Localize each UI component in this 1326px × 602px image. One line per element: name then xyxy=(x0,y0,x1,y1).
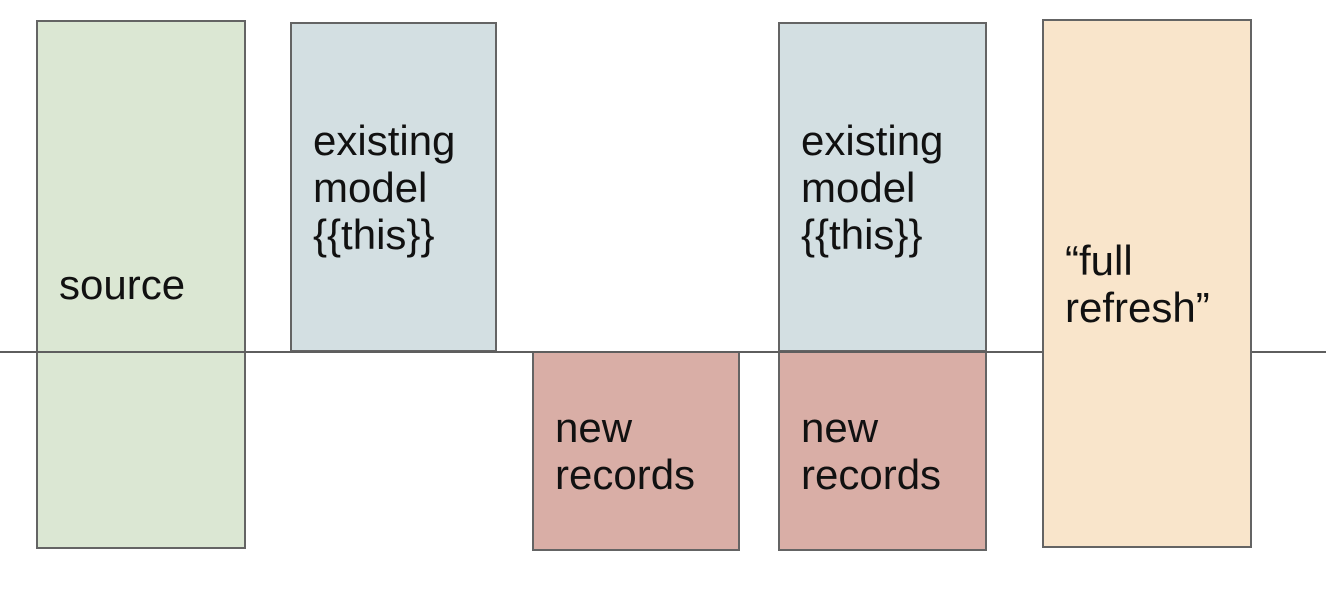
existing-model-box-2: existing model {{this}} xyxy=(778,22,987,352)
new-records-box-1: new records xyxy=(532,351,740,551)
new-records-box-2: new records xyxy=(778,350,987,551)
full-refresh-box: “full refresh” xyxy=(1042,19,1252,548)
timeline-divider xyxy=(0,351,1326,353)
existing-model-box-1: existing model {{this}} xyxy=(290,22,497,352)
source-box: source xyxy=(36,20,246,549)
